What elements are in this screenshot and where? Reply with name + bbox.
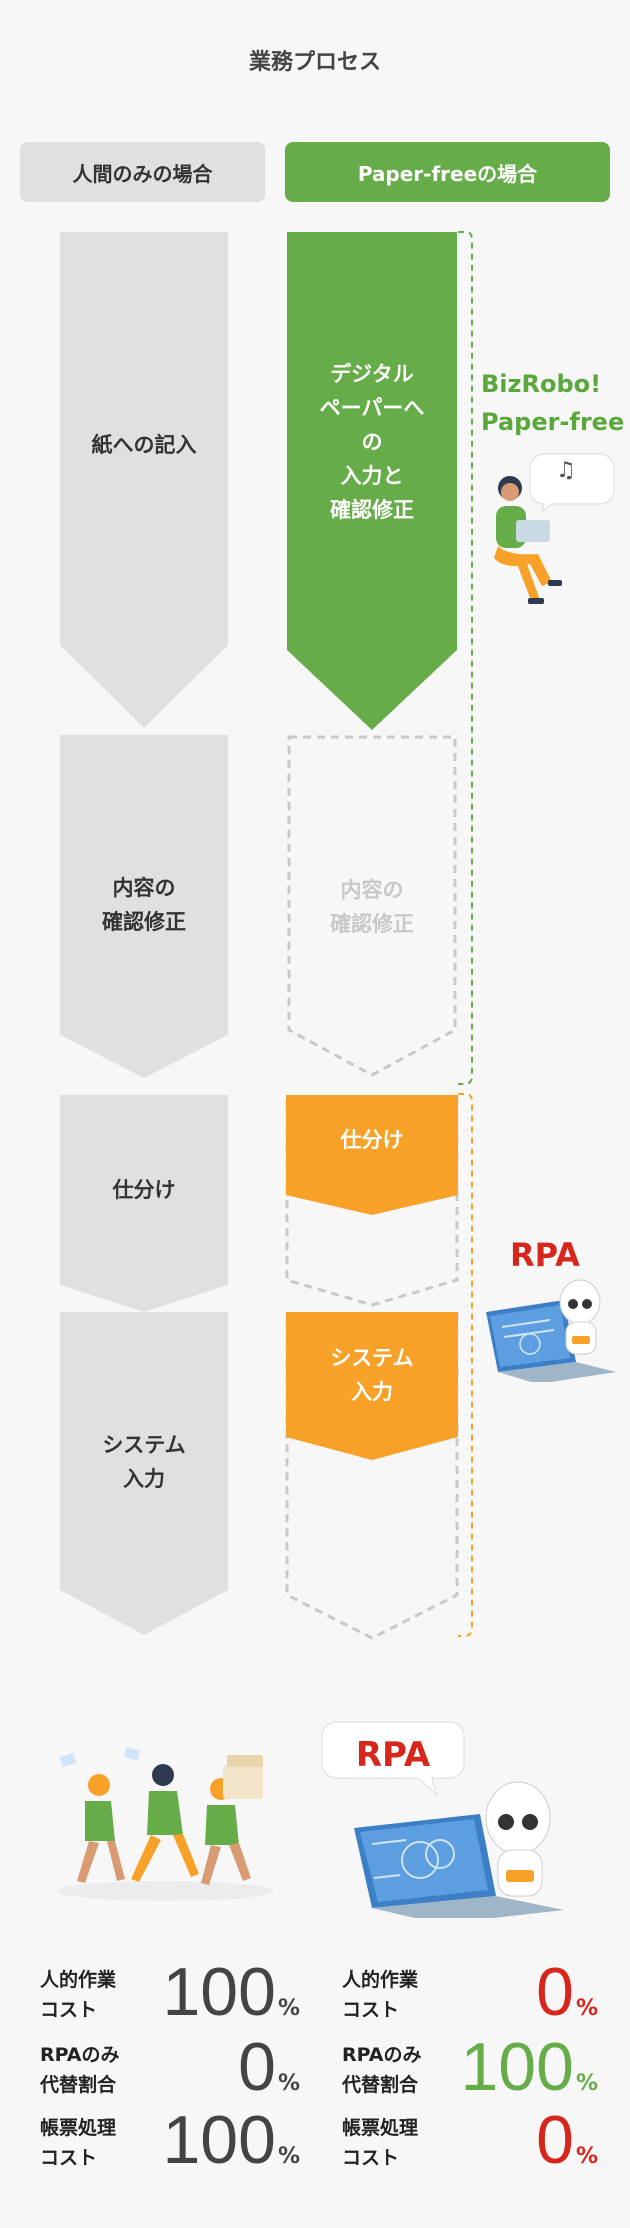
robot-laptop-illustration: [486, 1279, 616, 1382]
left-step-3-shape: [60, 1095, 228, 1312]
right-step-digital-shape: [287, 232, 457, 730]
stat-left-2-label: RPAのみ 代替割合: [40, 2044, 120, 2096]
person-with-laptop-illustration: [494, 453, 615, 604]
busy-workers-illustration: [57, 1747, 273, 1901]
stat-left-2-value: 0: [238, 2029, 276, 2105]
right-step-confirm-ghost-label: 内容の 確認修正: [330, 878, 414, 936]
column-header-paper-free: Paper-freeの場合: [285, 142, 610, 202]
stat-left-3-label: 帳票処理 コスト: [40, 2117, 117, 2169]
stat-left-1-label: 人的作業 コスト: [40, 1969, 117, 2021]
left-step-2-shape: [60, 735, 228, 1078]
left-step-2-label: 内容の 確認修正: [102, 876, 186, 934]
left-step-1-shape: [60, 232, 228, 728]
right-step-input-label: システム 入力: [330, 1346, 414, 1404]
stat-left-3-value-wrap: 100%: [140, 2106, 300, 2174]
stat-right-1-value-wrap: 0%: [440, 1958, 598, 2026]
right-step-digital-label: デジタル ペーパーへ の 入力と 確認修正: [319, 362, 425, 522]
stat-right-1-unit: %: [575, 1996, 598, 2021]
stat-right-3-value-wrap: 0%: [440, 2106, 598, 2174]
left-step-4-label: システム 入力: [102, 1433, 186, 1491]
right-step-sort-shape: [286, 1095, 458, 1215]
stat-right-2-value-wrap: 100%: [440, 2033, 598, 2101]
stat-left-3-unit: %: [277, 2144, 300, 2169]
left-step-3-label: 仕分け: [112, 1178, 176, 1202]
stat-left-3-value: 100: [162, 2102, 276, 2178]
stat-left-1-value: 100: [162, 1954, 276, 2030]
music-note-icon: ♫: [556, 458, 576, 483]
stat-left-1-unit: %: [277, 1996, 300, 2021]
stat-right-1-value: 0: [536, 1954, 574, 2030]
left-step-1-label: 紙への記入: [91, 432, 197, 457]
stat-right-2-value: 100: [460, 2029, 574, 2105]
stat-right-1-label: 人的作業 コスト: [342, 1969, 419, 2021]
stat-right-3-label: 帳票処理 コスト: [342, 2117, 419, 2169]
stat-right-3-value: 0: [536, 2102, 574, 2178]
right-step-input-shape: [286, 1312, 458, 1460]
rpa-bracket: [458, 1093, 473, 1637]
rpa-bubble-text: RPA: [355, 1735, 431, 1775]
robot-large-illustration: [354, 1781, 564, 1918]
right-step-confirm-ghost-shape: [287, 735, 457, 1077]
stat-right-2-unit: %: [575, 2071, 598, 2096]
left-step-4-shape: [60, 1312, 228, 1635]
stat-right-2-label: RPAのみ 代替割合: [342, 2044, 422, 2096]
stat-right-3-unit: %: [575, 2144, 598, 2169]
column-header-human-only: 人間のみの場合: [20, 142, 265, 202]
stat-left-1-value-wrap: 100%: [140, 1958, 300, 2026]
bizrobo-paper-free-label: BizRobo! Paper-free: [481, 370, 625, 436]
right-step-sort-label: 仕分け: [340, 1128, 404, 1152]
rpa-speech-bubble: [321, 1721, 465, 1796]
page-title: 業務プロセス: [248, 50, 381, 75]
process-diagram: [60, 231, 473, 1640]
rpa-label: RPA: [510, 1236, 580, 1274]
stat-left-2-unit: %: [277, 2071, 300, 2096]
bizrobo-bracket: [458, 231, 473, 1085]
stat-left-2-value-wrap: 0%: [140, 2033, 300, 2101]
